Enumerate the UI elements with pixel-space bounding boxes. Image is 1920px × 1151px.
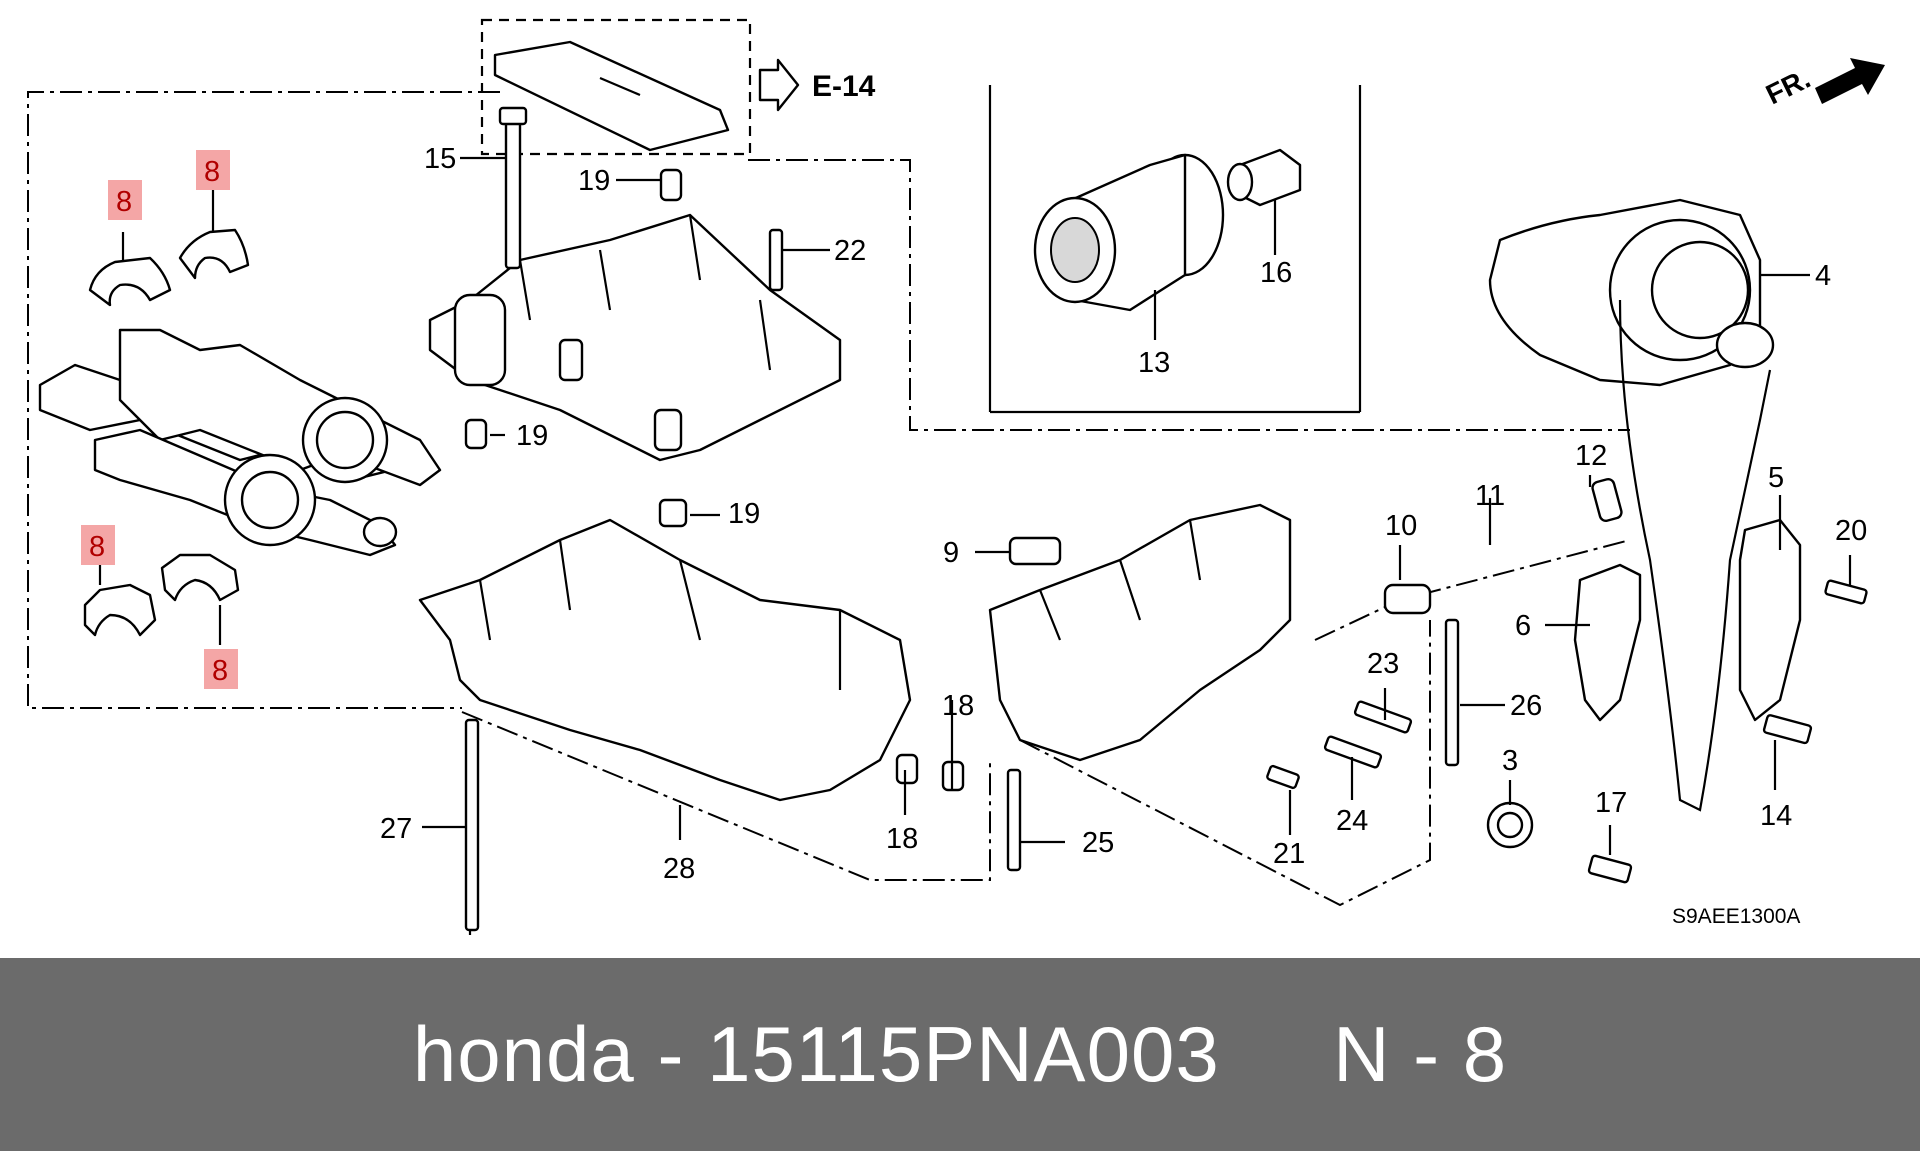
- callout-numbers: 15 19 22 16 13 4 19 19 9 10 11 12 5 20 6…: [380, 143, 1867, 885]
- callout: 22: [834, 235, 866, 267]
- highlighted-callouts: 8 8 8 8: [81, 150, 238, 689]
- callout: 13: [1138, 347, 1170, 379]
- leader-lines: [98, 156, 1852, 935]
- filter-fitting: [1226, 148, 1302, 207]
- callout: 14: [1760, 800, 1792, 832]
- highlight-label: 8: [204, 156, 220, 188]
- callout: 17: [1595, 787, 1627, 819]
- highlight-label: 8: [212, 655, 228, 687]
- part-number-caption: honda - 15115PNA003 N - 8: [412, 1010, 1508, 1098]
- callout: 6: [1515, 610, 1531, 642]
- callout: 20: [1835, 515, 1867, 547]
- parts-diagram: E-14 FR.: [27, 18, 1885, 935]
- callout: 21: [1273, 838, 1305, 870]
- highlight-badge: [81, 525, 115, 565]
- callout: 19: [516, 420, 548, 452]
- callout: 23: [1367, 648, 1399, 680]
- highlight-label: 8: [89, 531, 105, 563]
- callout: 26: [1510, 690, 1542, 722]
- small-parts: [464, 168, 1623, 839]
- lower-balancer-housing: [418, 498, 912, 802]
- bolts: [464, 106, 1868, 932]
- callout: 18: [942, 690, 974, 722]
- footer-bar: honda - 15115PNA003 N - 8: [0, 958, 1920, 1151]
- cover-plate: [493, 40, 730, 152]
- callout: 28: [663, 853, 695, 885]
- callout: 16: [1260, 257, 1292, 289]
- oil-pump-body: [988, 503, 1432, 762]
- callout: 4: [1815, 260, 1831, 292]
- arrow-icon: [1815, 58, 1885, 104]
- upper-balancer-housing: [428, 213, 842, 462]
- callout: 3: [1502, 745, 1518, 777]
- callout: 10: [1385, 510, 1417, 542]
- balancer-shafts: [38, 328, 442, 557]
- front-direction-indicator: FR.: [1761, 58, 1885, 110]
- callout: 12: [1575, 440, 1607, 472]
- direction-label: FR.: [1761, 63, 1815, 111]
- callout: 5: [1768, 462, 1784, 494]
- callout: 15: [424, 143, 456, 175]
- highlight-label: 8: [116, 186, 132, 218]
- highlight-badge: [108, 180, 142, 220]
- callout: 19: [728, 498, 760, 530]
- reference-arrow: E-14: [758, 58, 876, 112]
- callout: 24: [1336, 805, 1368, 837]
- highlight-badge: [204, 649, 238, 689]
- bearing-halves: [83, 228, 250, 637]
- callout: 18: [886, 823, 918, 855]
- callout: 19: [578, 165, 610, 197]
- callout: 9: [943, 537, 959, 569]
- diagram-code: S9AEE1300A: [1672, 905, 1800, 928]
- reference-label: E-14: [812, 70, 876, 103]
- highlight-badge: [196, 150, 230, 190]
- callout: 11: [1475, 480, 1505, 512]
- callout: 27: [380, 813, 412, 845]
- callout: 25: [1082, 827, 1114, 859]
- timing-chain-assembly: [1486, 198, 1802, 849]
- oil-filter: [1033, 153, 1225, 312]
